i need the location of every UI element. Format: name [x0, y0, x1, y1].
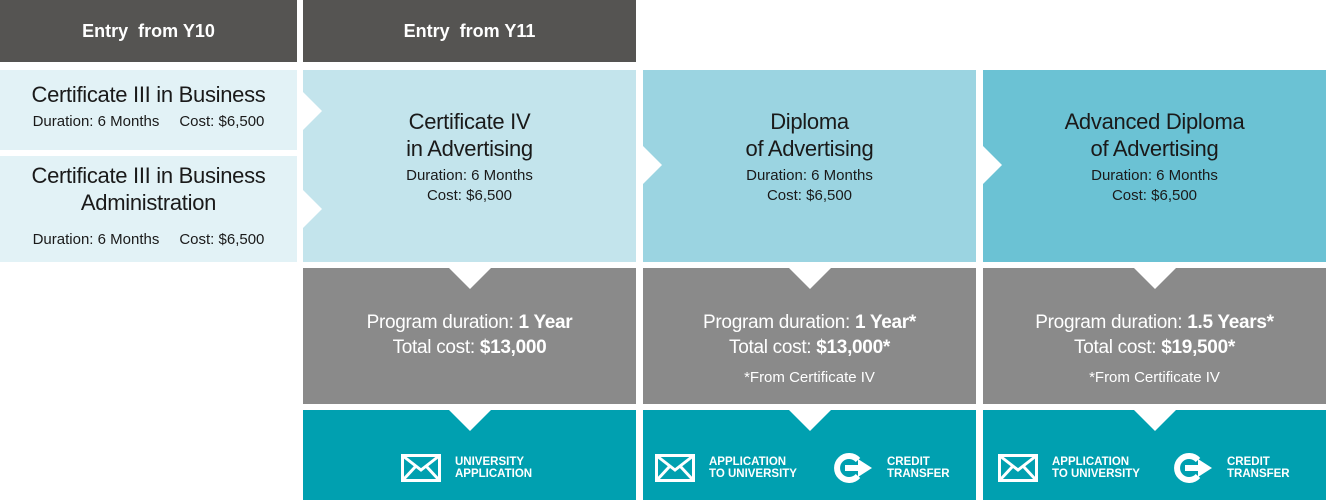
program-cost: Total cost: $19,500*: [1074, 337, 1235, 358]
arrow-right: [303, 92, 322, 130]
entry-course-cert3-business-admin: Certificate III in Business Administrati…: [0, 156, 297, 262]
outcome-panel-advanced-diploma: APPLICATION TO UNIVERSITY CREDIT TRANSFE…: [983, 410, 1326, 500]
course-title-line-1: Certificate III in Business: [31, 163, 266, 188]
outcome-application-to-university: APPLICATION TO UNIVERSITY: [655, 454, 797, 482]
arrow-down: [1134, 410, 1176, 431]
arrow-right: [983, 146, 1002, 184]
course-cost: Cost: $6,500: [179, 231, 265, 248]
header-entry-y11: Entry from Y11: [303, 0, 636, 62]
program-summary-cert4: Program duration: 1 Year Total cost: $13…: [303, 268, 636, 404]
program-duration: Program duration: 1 Year*: [703, 312, 916, 333]
course-diploma-advertising: Diploma of Advertising Duration: 6 Month…: [643, 70, 976, 262]
course-title-line-1: Diploma: [770, 109, 849, 134]
course-duration: Duration: 6 Months: [1091, 167, 1218, 184]
credit-transfer-icon: [834, 453, 872, 483]
envelope-icon: [655, 454, 695, 482]
outcome-label: CREDIT TRANSFER: [1227, 456, 1290, 480]
program-note: *From Certificate IV: [1089, 369, 1220, 386]
course-title-line-2: Administration: [80, 190, 217, 215]
course-duration: Duration: 6 Months: [32, 113, 160, 130]
header-entry-y10: Entry from Y10: [0, 0, 297, 62]
outcome-label: CREDIT TRANSFER: [887, 456, 950, 480]
program-duration: Program duration: 1.5 Years*: [1035, 312, 1274, 333]
course-duration: Duration: 6 Months: [406, 167, 533, 184]
entry-course-cert3-business: Certificate III in Business Duration: 6 …: [0, 70, 297, 150]
course-duration: Duration: 6 Months: [746, 167, 873, 184]
program-summary-diploma: Program duration: 1 Year* Total cost: $1…: [643, 268, 976, 404]
course-title-line-2: of Advertising: [745, 136, 874, 161]
course-title-line-1: Advanced Diploma: [1064, 109, 1245, 134]
course-details: Duration: 6 Months Cost: $6,500: [0, 231, 297, 249]
arrow-down: [449, 268, 491, 289]
course-cost: Cost: $6,500: [1111, 187, 1198, 204]
program-cost: Total cost: $13,000*: [729, 337, 890, 358]
course-cost: Cost: $6,500: [766, 187, 853, 204]
course-title: Certificate III in Business: [31, 82, 266, 107]
program-duration: Program duration: 1 Year: [366, 312, 573, 333]
outcome-label: APPLICATION TO UNIVERSITY: [709, 456, 797, 480]
outcome-university-application: UNIVERSITY APPLICATION: [401, 454, 532, 482]
outcome-label: APPLICATION TO UNIVERSITY: [1052, 456, 1140, 480]
course-title-line-2: of Advertising: [1090, 136, 1219, 161]
envelope-icon: [401, 454, 441, 482]
arrow-right: [303, 190, 322, 228]
course-title-line-2: in Advertising: [406, 136, 533, 161]
arrow-down: [789, 410, 831, 431]
arrow-right: [643, 146, 662, 184]
course-details: Duration: 6 Months Cost: $6,500: [0, 113, 297, 131]
arrow-down: [449, 410, 491, 431]
outcome-application-to-university: APPLICATION TO UNIVERSITY: [998, 454, 1140, 482]
arrow-down: [1134, 268, 1176, 289]
outcome-label: UNIVERSITY APPLICATION: [455, 456, 533, 480]
credit-transfer-icon: [1174, 453, 1212, 483]
outcome-credit-transfer: CREDIT TRANSFER: [831, 451, 950, 485]
outcome-credit-transfer: CREDIT TRANSFER: [1171, 451, 1290, 485]
program-summary-advanced-diploma: Program duration: 1.5 Years* Total cost:…: [983, 268, 1326, 404]
outcome-panel-diploma: APPLICATION TO UNIVERSITY CREDIT TRANSFE…: [643, 410, 976, 500]
course-cost: Cost: $6,500: [179, 113, 265, 130]
course-cost: Cost: $6,500: [426, 187, 513, 204]
program-cost: Total cost: $13,000: [392, 337, 547, 358]
course-duration: Duration: 6 Months: [32, 231, 160, 248]
course-title-line-1: Certificate IV: [408, 109, 531, 134]
envelope-icon: [998, 454, 1038, 482]
course-cert4-advertising: Certificate IV in Advertising Duration: …: [303, 70, 636, 262]
course-advanced-diploma-advertising: Advanced Diploma of Advertising Duration…: [983, 70, 1326, 262]
arrow-down: [789, 268, 831, 289]
program-note: *From Certificate IV: [744, 369, 875, 386]
